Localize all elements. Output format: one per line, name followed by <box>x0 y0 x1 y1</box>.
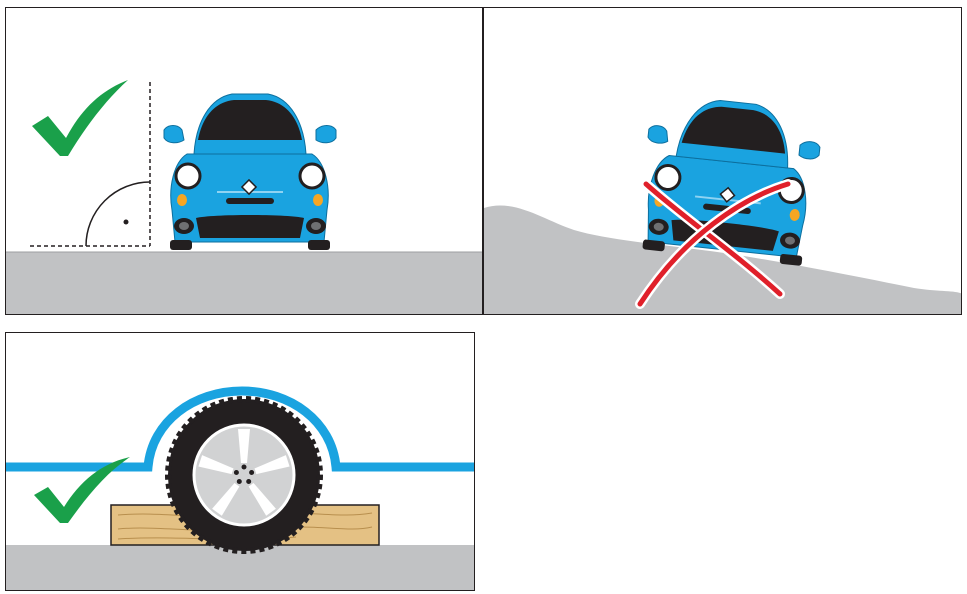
car-front-tilted <box>634 91 826 269</box>
check-mark-icon <box>34 457 130 523</box>
car-front <box>162 92 338 252</box>
cross-mark-icon <box>635 179 793 309</box>
wheel-chock-panel <box>5 332 475 591</box>
ground <box>6 545 474 590</box>
check-mark-icon <box>32 80 128 156</box>
level-ground-panel <box>5 7 483 315</box>
ground <box>6 252 482 314</box>
right-angle-indicator <box>30 82 151 247</box>
wheel <box>165 396 323 554</box>
sloped-ground <box>484 205 961 314</box>
sloped-ground-panel <box>483 7 962 315</box>
fender-outline <box>6 386 474 472</box>
